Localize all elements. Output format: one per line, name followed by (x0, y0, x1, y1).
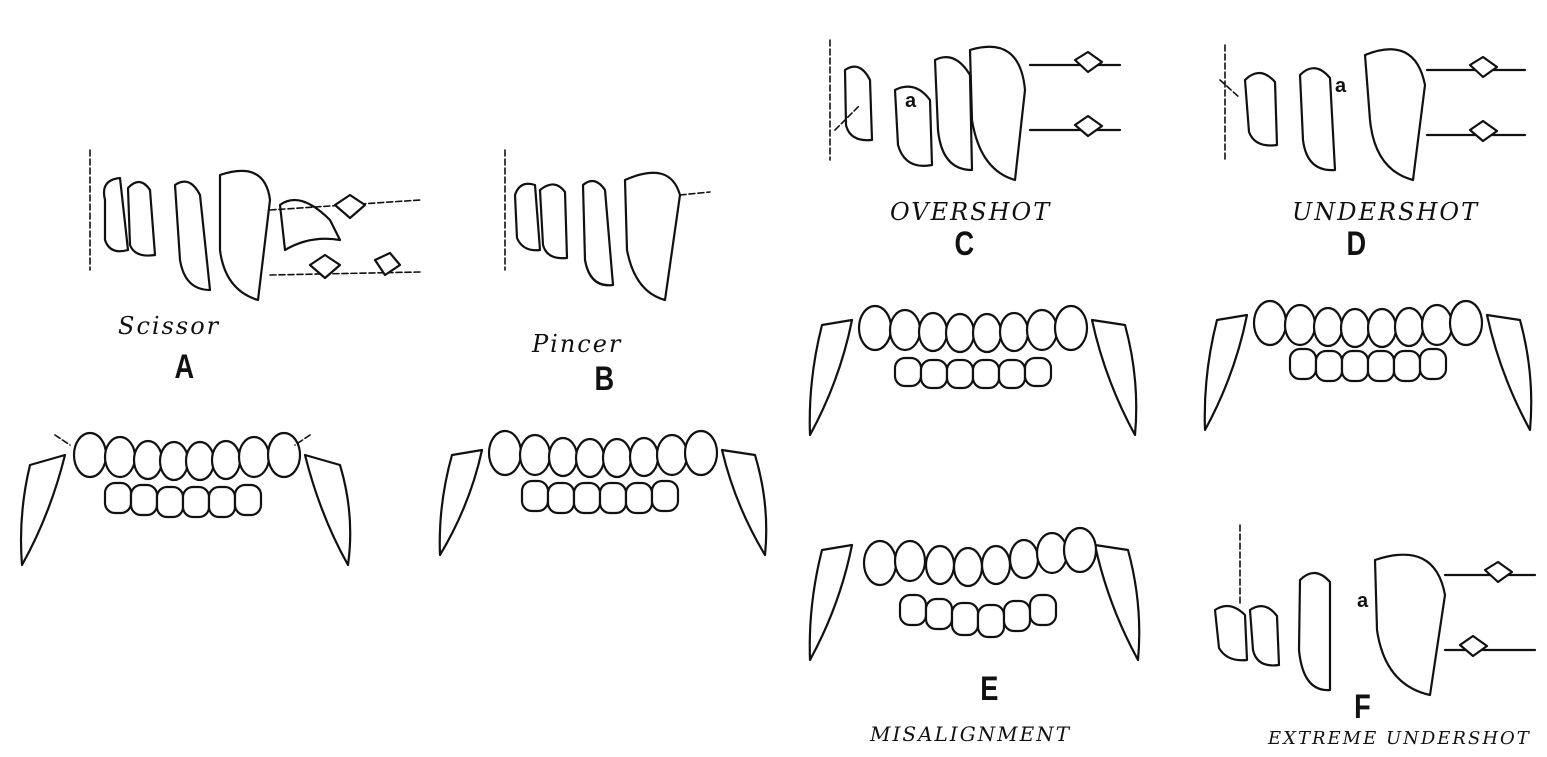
front-view-overshot (800, 270, 1145, 445)
panel-d-side-view: a (1215, 20, 1535, 185)
caption-f: EXTREME UNDERSHOT (1268, 728, 1531, 749)
label-b: B (594, 360, 614, 399)
label-f: F (1354, 688, 1371, 727)
caption-b: Pincer (532, 330, 622, 358)
extreme-undershot-side-drawing (1205, 520, 1540, 695)
caption-d: UNDERSHOT (1292, 198, 1479, 226)
misalignment-front-drawing (800, 495, 1150, 685)
tooth-mark-c: a (905, 90, 916, 113)
front-view-scissor (10, 395, 360, 575)
label-d: D (1346, 225, 1366, 264)
overshot-front-drawing (800, 270, 1145, 445)
scissor-bite-side-drawing (80, 140, 420, 310)
caption-e: MISALIGNMENT (870, 722, 1071, 746)
front-view-misalignment (800, 495, 1150, 685)
pincer-bite-side-drawing (495, 140, 715, 310)
pincer-front-drawing (430, 395, 775, 575)
tooth-mark-f: a (1357, 590, 1368, 613)
undershot-front-drawing (1195, 265, 1540, 440)
panel-f-side-view: a (1205, 520, 1540, 695)
front-view-pincer (430, 395, 775, 575)
panel-b-side-view (495, 140, 715, 310)
label-e: E (980, 670, 998, 709)
tooth-mark-d: a (1335, 75, 1346, 98)
label-c: C (954, 225, 974, 264)
panel-a-side-view (80, 140, 420, 310)
caption-c: OVERSHOT (890, 198, 1051, 226)
label-a: A (174, 348, 194, 387)
front-view-undershot (1195, 265, 1540, 440)
scissor-front-drawing (10, 395, 360, 575)
caption-a: Scissor (118, 312, 220, 340)
panel-c-side-view: a (820, 20, 1130, 180)
undershot-side-drawing (1215, 20, 1535, 185)
overshot-side-drawing (820, 20, 1130, 180)
